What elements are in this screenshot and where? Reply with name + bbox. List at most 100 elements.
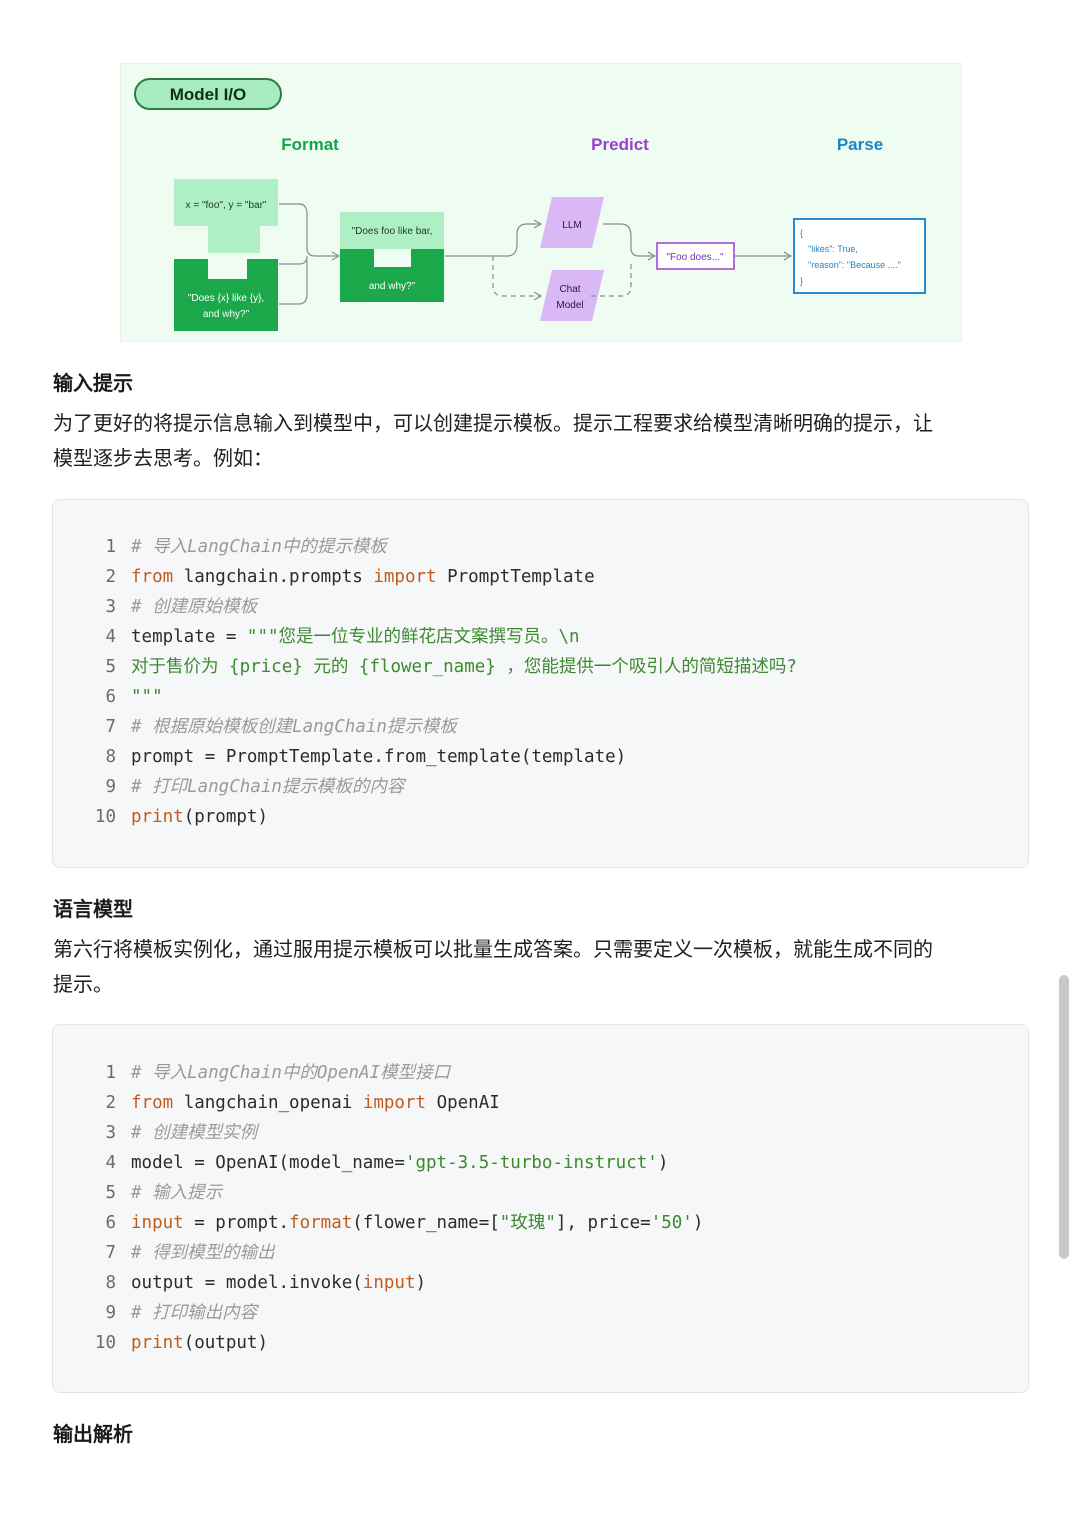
model-io-diagram: Model I/O Format Predict Parse x = "foo"… xyxy=(120,63,962,342)
code-token: 对于售价为 {price} 元的 {flower_name} ，您能提供一个吸引… xyxy=(131,657,797,677)
input-variables-block xyxy=(174,179,278,253)
page-scrollbar[interactable] xyxy=(1059,975,1069,1259)
code-text: 对于售价为 {price} 元的 {flower_name} ，您能提供一个吸引… xyxy=(131,652,797,682)
code-token: PromptTemplate xyxy=(436,567,595,587)
code-token: # 打印输出内容 xyxy=(131,1303,258,1323)
line-number: 10 xyxy=(94,1333,116,1353)
code-token: import xyxy=(373,567,437,587)
code-token: '50' xyxy=(650,1213,693,1233)
code-line: 5# 输入提示 xyxy=(53,1178,1028,1208)
code-token: # 打印LangChain提示模板的内容 xyxy=(131,777,405,797)
code-token: # 导入LangChain中的提示模板 xyxy=(131,537,387,557)
formatted-prompt-top xyxy=(340,212,444,249)
code-token: """ xyxy=(131,687,163,707)
line-number: 6 xyxy=(105,687,116,707)
parsed-line-4: } xyxy=(800,276,803,286)
chat-model-label-2: Model xyxy=(556,300,583,311)
code-line: 1 # 导入LangChain中的OpenAI模型接口 xyxy=(53,1058,1028,1088)
line-number: 3 xyxy=(105,597,116,617)
code-text: # 创建模型实例 xyxy=(131,1118,257,1148)
line-number: 4 xyxy=(105,1153,116,1173)
llm-block xyxy=(540,197,604,248)
code-text: # 导入LangChain中的OpenAI模型接口 xyxy=(131,1058,450,1088)
code-text: # 打印LangChain提示模板的内容 xyxy=(131,772,404,802)
formatted-prompt-text-2: and why?" xyxy=(369,281,416,292)
code-token: ) xyxy=(657,1153,669,1173)
diagram-svg: Model I/O Format Predict Parse x = "foo"… xyxy=(134,78,926,331)
code-line: 7 # 得到模型的输出 xyxy=(53,1238,1028,1268)
line-number: 2 xyxy=(105,567,116,587)
code-token: (flower_name=[ xyxy=(352,1213,500,1233)
parsed-line-1: { xyxy=(800,228,803,238)
code-token: print xyxy=(131,1333,184,1353)
line-number: 10 xyxy=(94,807,116,827)
code-token: ], price= xyxy=(555,1213,651,1233)
code-token: # 根据原始模板创建LangChain提示模板 xyxy=(131,717,457,737)
line-number: 9 xyxy=(105,777,116,797)
code-token: input xyxy=(131,1213,184,1233)
paragraph-line: 为了更好的将提示信息输入到模型中，可以创建提示模板。提示工程要求给模型清晰明确的… xyxy=(53,411,933,435)
code-text: # 输入提示 xyxy=(131,1178,222,1208)
code-text: print(output) xyxy=(131,1328,268,1358)
parsed-line-3: "reason": "Because ...." xyxy=(808,260,901,270)
code-line: 3 # 创建原始模板 xyxy=(53,592,1028,622)
code-line: 8 prompt = PromptTemplate.from_template(t… xyxy=(53,742,1028,772)
section-heading-input-prompt: 输入提示 xyxy=(53,371,133,395)
prompt-template-text-2: and why?" xyxy=(203,309,250,320)
code-line: 9 # 打印LangChain提示模板的内容 xyxy=(53,772,1028,802)
line-number: 9 xyxy=(105,1303,116,1323)
code-token: """您是一位专业的鲜花店文案撰写员。\n xyxy=(246,627,580,647)
code-line: 10 print(output) xyxy=(53,1328,1028,1358)
code-token: # 创建原始模板 xyxy=(131,597,258,617)
line-number: 7 xyxy=(105,717,116,737)
prompt-template-block xyxy=(174,259,278,331)
input-variables-text: x = "foo", y = "bar" xyxy=(186,200,267,211)
line-number: 7 xyxy=(105,1243,116,1263)
model-output-text: "Foo does..." xyxy=(666,252,724,263)
code-line: 9 # 打印输出内容 xyxy=(53,1298,1028,1328)
code-text: # 根据原始模板创建LangChain提示模板 xyxy=(131,712,457,742)
code-text: model = OpenAI(model_name='gpt-3.5-turbo… xyxy=(131,1148,668,1178)
code-line: 10 print(prompt) xyxy=(53,802,1028,832)
code-text: # 得到模型的输出 xyxy=(131,1238,275,1268)
prompt-template-text-1: "Does {x} like {y}, xyxy=(188,293,264,304)
code-token: format xyxy=(289,1213,353,1233)
code-token: import xyxy=(362,1093,427,1113)
line-number: 2 xyxy=(105,1093,116,1113)
parsed-line-2: "likes": True, xyxy=(808,244,858,254)
chat-model-block xyxy=(540,270,604,321)
parsed-output-box xyxy=(793,218,926,294)
line-number: 3 xyxy=(105,1123,116,1143)
paragraph-line: 提示。 xyxy=(53,972,113,996)
line-number: 4 xyxy=(105,627,116,647)
section-paragraph-input-prompt: 为了更好的将提示信息输入到模型中，可以创建提示模板。提示工程要求给模型清晰明确的… xyxy=(53,406,1028,476)
line-number: 1 xyxy=(105,1063,116,1083)
code-text: prompt = PromptTemplate.from_template(te… xyxy=(131,742,626,772)
code-text: # 打印输出内容 xyxy=(131,1298,257,1328)
model-io-badge-label: Model I/O xyxy=(170,85,247,104)
code-token: # 得到模型的输出 xyxy=(131,1243,275,1263)
code-token: from xyxy=(131,567,174,587)
model-output-box xyxy=(656,242,735,270)
code-text: print(prompt) xyxy=(131,802,268,832)
code-line: 6 """ xyxy=(53,682,1028,712)
code-token: model = OpenAI(model_name= xyxy=(131,1153,405,1173)
line-number: 8 xyxy=(105,747,116,767)
code-token: ) xyxy=(692,1213,704,1233)
code-token: # 输入提示 xyxy=(131,1183,223,1203)
code-token: = prompt. xyxy=(183,1213,290,1233)
code-text: from langchain.prompts import PromptTemp… xyxy=(131,562,595,592)
code-text: """ xyxy=(131,682,163,712)
code-token: # 导入LangChain中的OpenAI模型接口 xyxy=(131,1063,451,1083)
code-token: from xyxy=(131,1093,174,1113)
code-text: # 导入LangChain中的提示模板 xyxy=(131,532,387,562)
code-token: (output) xyxy=(183,1333,268,1353)
code-token: print xyxy=(131,807,184,827)
code-token: langchain.prompts xyxy=(173,567,374,587)
code-token: output = model.invoke( xyxy=(131,1273,363,1293)
code-text: template = """您是一位专业的鲜花店文案撰写员。\n xyxy=(131,622,580,652)
code-line: 1# 导入LangChain中的提示模板 xyxy=(53,532,1028,562)
